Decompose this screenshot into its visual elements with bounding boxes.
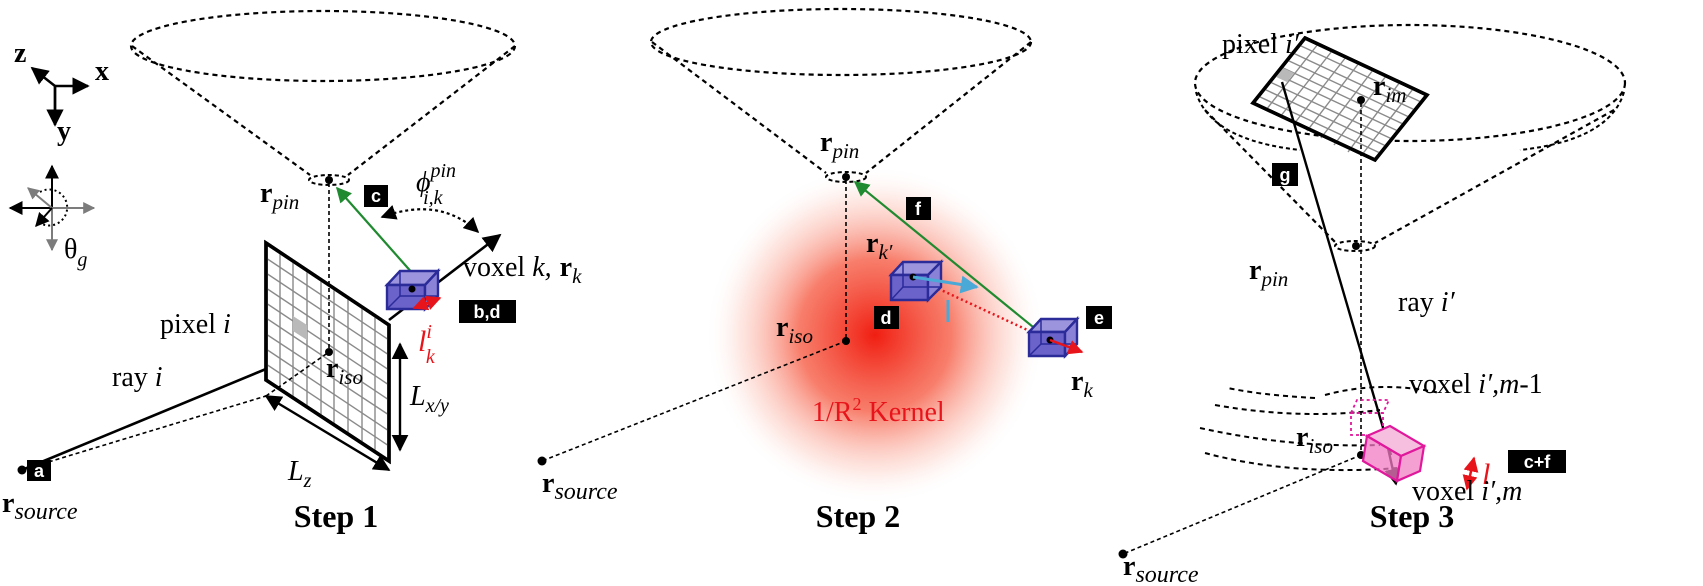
theta-label: θg bbox=[64, 234, 87, 271]
phi-angle-arc bbox=[380, 205, 480, 234]
r-pin-label-3: rpin bbox=[1249, 255, 1288, 291]
voxel-m-label: voxel i′,m bbox=[1412, 476, 1522, 507]
voxel-k-label: voxel k,rk bbox=[463, 252, 582, 288]
voxel-k-cube bbox=[384, 267, 441, 312]
r-pin-label: rpin bbox=[260, 178, 299, 214]
kernel-label: 1/R2 Kernel bbox=[812, 394, 945, 428]
svg-text:c: c bbox=[371, 186, 381, 206]
r-source-point-2 bbox=[537, 456, 547, 466]
voxel-m1-label: voxel i′,m-1 bbox=[1409, 369, 1543, 400]
ray-iprime-label: ray i′ bbox=[1398, 287, 1456, 318]
voxel-m-cube bbox=[1361, 424, 1427, 483]
L-xy-label: Lx/y bbox=[409, 381, 449, 417]
svg-text:b,d: b,d bbox=[474, 302, 501, 322]
tag-c: c bbox=[364, 185, 388, 207]
z-axis-label: z bbox=[14, 38, 26, 69]
cone-3 bbox=[1193, 23, 1627, 252]
svg-text:c+f: c+f bbox=[1524, 452, 1552, 472]
axes-legend: z x y θg bbox=[8, 38, 109, 271]
green-arrow-f bbox=[853, 181, 1050, 341]
r-pin-point-3 bbox=[1352, 242, 1360, 250]
voxel-kprime-cube bbox=[888, 259, 944, 303]
L-z-label: Lz bbox=[287, 456, 312, 492]
r-kprime-label: rk′ bbox=[866, 228, 893, 264]
voxel-k-cube-2 bbox=[1026, 315, 1080, 359]
r-im-label: rim bbox=[1373, 71, 1406, 107]
tag-a: a bbox=[27, 460, 51, 481]
tag-d: d bbox=[874, 306, 899, 329]
panel-step-2: rpin rk′ riso rk 1/R2 Kernel rsource f d… bbox=[537, 7, 1112, 534]
tag-f: f bbox=[906, 197, 931, 220]
panel-step-3: pixel i′ rim rpin ray i′ voxel i′,m-1 l … bbox=[1118, 23, 1627, 586]
cyan-arrow-horizontal bbox=[912, 275, 979, 294]
r-source-label-2: rsource bbox=[542, 468, 618, 505]
cone-1 bbox=[129, 9, 517, 186]
svg-text:f: f bbox=[915, 199, 922, 219]
ray-iprime-line bbox=[1280, 81, 1393, 456]
r-source-label-3: rsource bbox=[1123, 551, 1199, 586]
shell-arcs bbox=[1199, 385, 1441, 472]
pixel-i-label: pixel i bbox=[160, 309, 231, 340]
tag-cf: c+f bbox=[1508, 450, 1566, 473]
l-arrow bbox=[1462, 456, 1479, 491]
source-iso-dashed-3 bbox=[1122, 454, 1362, 555]
tag-bd: b,d bbox=[459, 300, 516, 323]
red-arrow-e bbox=[1049, 338, 1084, 355]
r-im-point bbox=[1357, 96, 1365, 104]
r-source-label: rsource bbox=[2, 488, 78, 525]
pixel-iprime-label: pixel i′ bbox=[1222, 29, 1300, 60]
source-to-detector-dashed bbox=[21, 395, 267, 471]
r-iso-label-3: riso bbox=[1296, 422, 1333, 458]
green-arrow-c bbox=[335, 186, 415, 276]
r-iso-point bbox=[325, 348, 333, 356]
l-label: l bbox=[1482, 458, 1490, 491]
svg-text:a: a bbox=[34, 461, 45, 481]
svg-text:e: e bbox=[1094, 308, 1104, 328]
kernel-glow bbox=[705, 165, 1045, 505]
y-axis-label: y bbox=[57, 116, 71, 147]
x-axis-label: x bbox=[95, 56, 109, 87]
r-pin-point bbox=[325, 176, 333, 184]
L-z-dimension bbox=[264, 394, 391, 472]
rotation-icon bbox=[8, 164, 96, 252]
ray-i-label: ray i bbox=[112, 362, 163, 393]
svg-text:g: g bbox=[1280, 165, 1291, 185]
tag-g: g bbox=[1272, 163, 1298, 186]
step-2-title: Step 2 bbox=[816, 498, 900, 534]
tag-e: e bbox=[1086, 306, 1112, 329]
source-iso-dashed-2 bbox=[541, 340, 847, 462]
pixel-i-highlight bbox=[293, 316, 307, 340]
r-k-label-2: rk bbox=[1071, 366, 1093, 402]
z-axis-arrow bbox=[30, 66, 56, 87]
r-pin-label-2: rpin bbox=[820, 127, 859, 163]
detector-3 bbox=[1250, 35, 1430, 163]
r-iso-label: riso bbox=[326, 353, 363, 389]
r-pin-point-2 bbox=[842, 173, 850, 181]
r-source-point bbox=[17, 465, 27, 475]
svg-text:d: d bbox=[881, 308, 892, 328]
l-k-i-arrow bbox=[412, 295, 442, 311]
step-3-title: Step 3 bbox=[1370, 498, 1454, 534]
ray-i-line bbox=[21, 367, 267, 472]
step-1-title: Step 1 bbox=[294, 498, 378, 534]
r-source-point-3 bbox=[1118, 549, 1128, 559]
r-iso-label-2: riso bbox=[776, 312, 813, 348]
